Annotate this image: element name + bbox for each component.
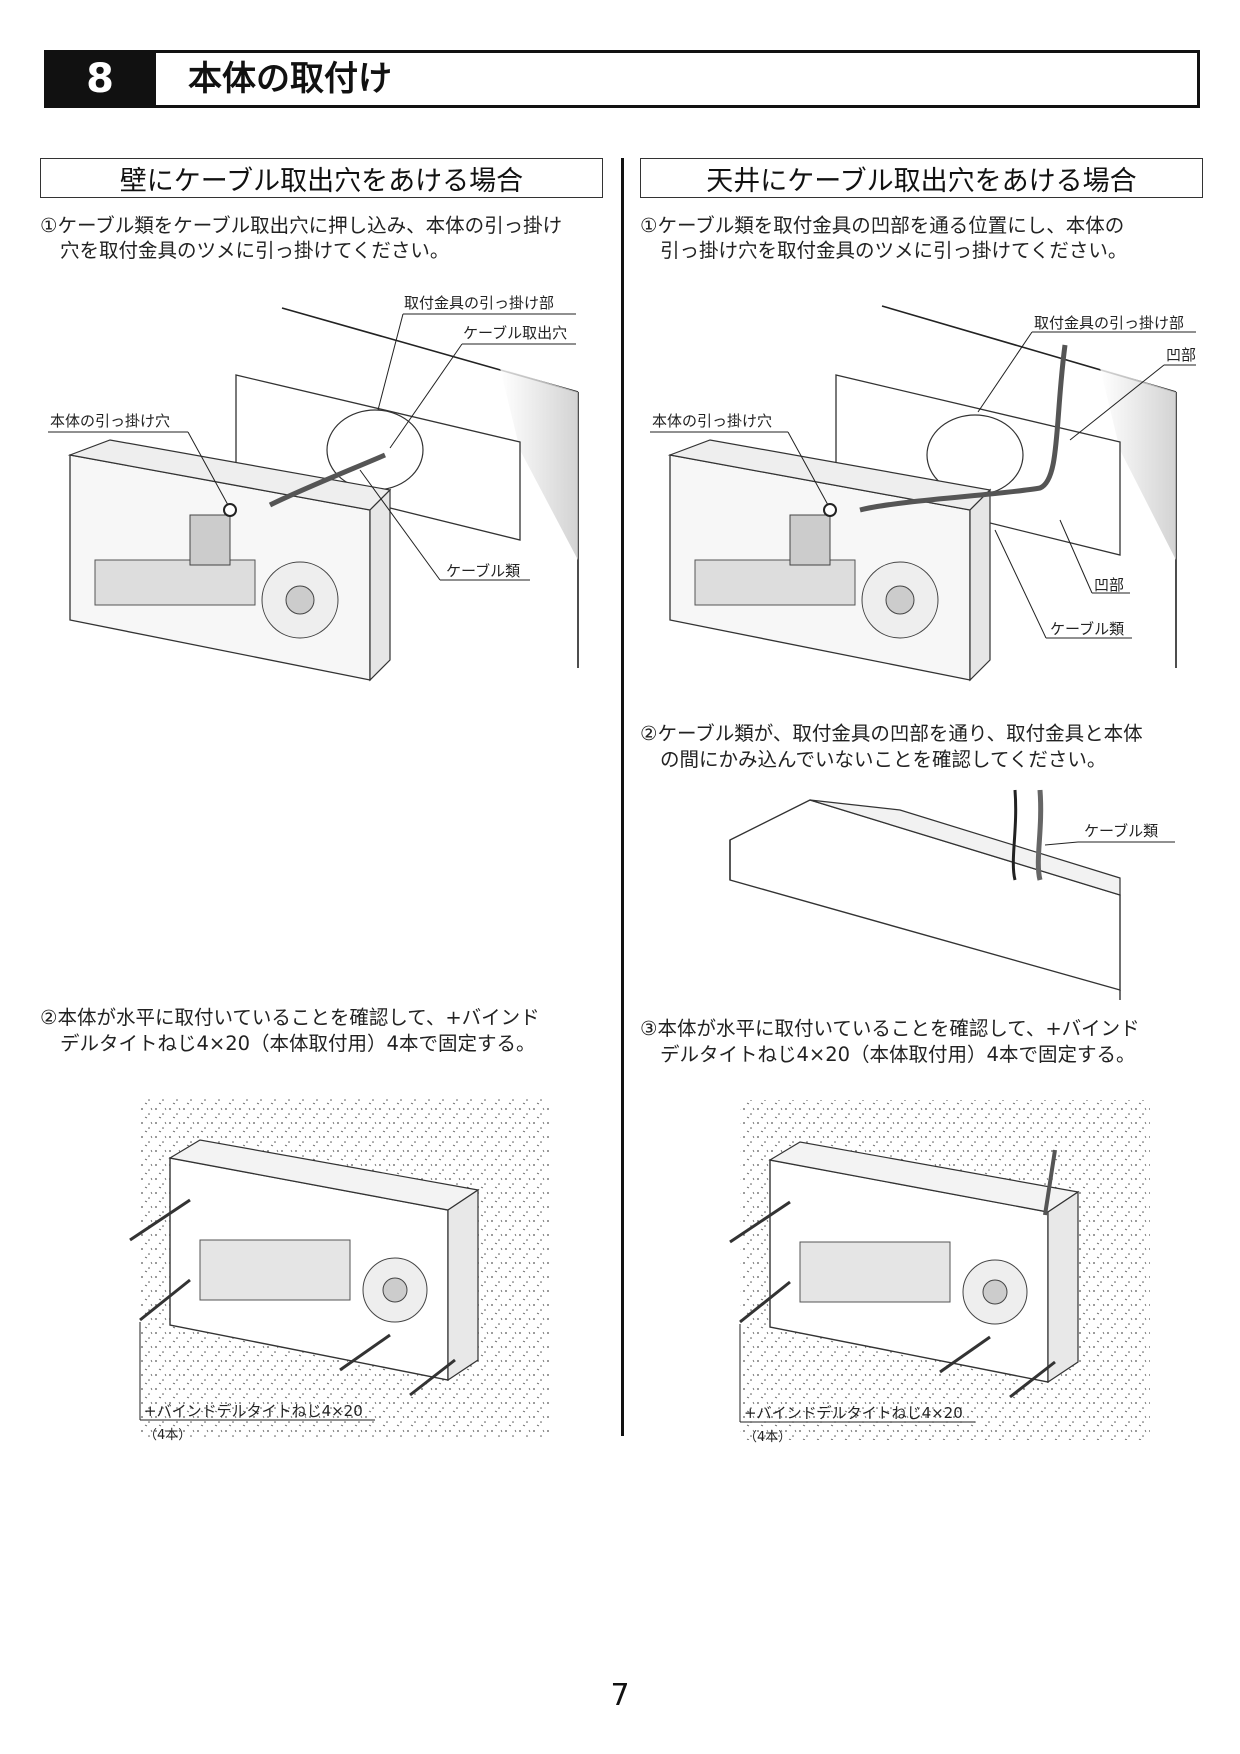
- right-label-cables-2: ケーブル類: [1084, 822, 1159, 840]
- right-label-recess-bottom: 凹部: [1094, 576, 1125, 594]
- right-label-screw-count: （4本）: [744, 1430, 792, 1445]
- right-column-title: 天井にケーブル取出穴をあける場合: [640, 158, 1203, 198]
- left-label-screw-count: （4本）: [144, 1428, 192, 1443]
- left-column-title: 壁にケーブル取出穴をあける場合: [40, 158, 603, 198]
- right-step1-line2: 引っ掛け穴を取付金具のツメに引っ掛けてください。: [660, 239, 1128, 262]
- section-number: 8: [44, 50, 156, 108]
- right-step2-line2: の間にかみ込んでいないことを確認してください。: [660, 748, 1107, 771]
- left-step1-line2: 穴を取付金具のツメに引っ掛けてください。: [60, 239, 450, 262]
- left-label-cable-hole: ケーブル取出穴: [463, 324, 568, 342]
- left-step2-line1: ②本体が水平に取付いていることを確認して、+バインド: [40, 1006, 540, 1029]
- page-number: 7: [610, 1678, 630, 1713]
- left-label-body-hook-hole: 本体の引っ掛け穴: [50, 412, 171, 430]
- right-step2-line1: ②ケーブル類が、取付金具の凹部を通り、取付金具と本体: [640, 722, 1143, 745]
- left-label-screw: +バインドデルタイトねじ4×20: [144, 1402, 363, 1420]
- left-label-cables: ケーブル類: [446, 562, 521, 580]
- right-label-screw: +バインドデルタイトねじ4×20: [744, 1404, 963, 1422]
- right-step1-line1: ①ケーブル類を取付金具の凹部を通る位置にし、本体の: [640, 214, 1125, 237]
- right-label-recess-top: 凹部: [1166, 346, 1197, 364]
- right-label-hook-part: 取付金具の引っ掛け部: [1034, 314, 1185, 332]
- column-divider: [621, 158, 624, 1436]
- section-title: 本体の取付け: [188, 59, 392, 99]
- right-step3-line2: デルタイトねじ4×20（本体取付用）4本で固定する。: [660, 1043, 1136, 1066]
- left-label-hook-part: 取付金具の引っ掛け部: [404, 294, 555, 312]
- left-step2-line2: デルタイトねじ4×20（本体取付用）4本で固定する。: [60, 1032, 536, 1055]
- right-label-cables: ケーブル類: [1050, 620, 1125, 638]
- right-step3-line1: ③本体が水平に取付いていることを確認して、+バインド: [640, 1017, 1140, 1040]
- left-step1-line1: ①ケーブル類をケーブル取出穴に押し込み、本体の引っ掛け: [40, 214, 563, 237]
- right-label-body-hook-hole: 本体の引っ掛け穴: [652, 412, 773, 430]
